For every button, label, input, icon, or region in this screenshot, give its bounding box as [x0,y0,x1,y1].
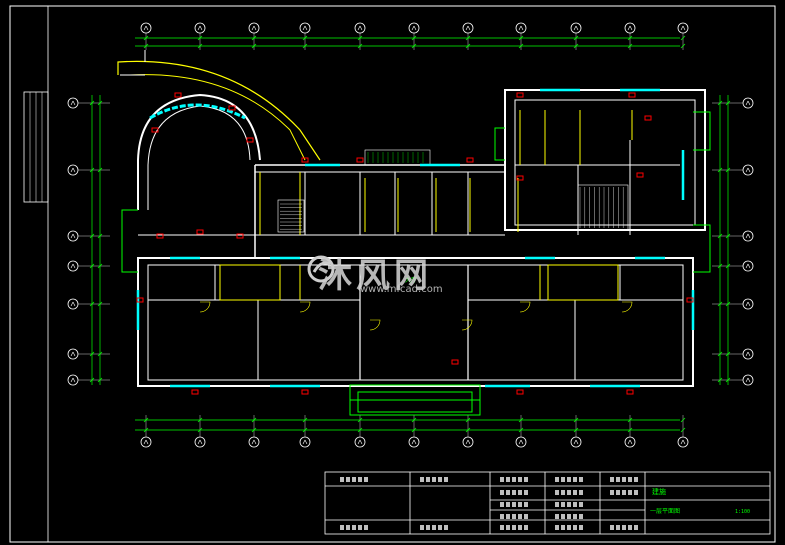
top-axis-bubbles [140,22,689,50]
watermark-url: www.mfcad.com [360,284,443,295]
axis-bubble-icon [742,348,754,360]
axis-bubble-icon [140,436,152,448]
stair-icon [277,149,629,233]
side-windows [121,111,711,273]
axis-bubble-icon [742,298,754,310]
axis-bubble-icon [354,436,366,448]
axis-bubble-icon [570,22,582,34]
bottom-axis-bubbles [140,415,689,448]
title-block [324,471,771,535]
watermark-text: 沐风网 [318,256,432,296]
axis-bubble-icon [677,436,689,448]
watermark-logo-icon [307,255,335,283]
sheet-label: 建施 [652,487,666,496]
right-axis-bubbles [712,97,754,386]
axis-bubble-icon [742,164,754,176]
axis-bubble-icon [624,436,636,448]
curved-wing [117,50,321,210]
axis-bubble-icon [408,436,420,448]
left-axis-bubbles [67,97,110,386]
axis-bubble-icon [67,298,79,310]
axis-bubble-icon [299,436,311,448]
axis-bubble-icon [299,22,311,34]
axis-bubble-icon [67,230,79,242]
axis-bubble-icon [67,260,79,272]
window-segments [136,88,695,388]
door-swing-icon [136,92,694,395]
axis-bubble-icon [67,164,79,176]
drawing-frame [9,5,776,543]
dimension-ticks [89,35,731,433]
dimension-lines [91,37,729,431]
axis-bubble-icon [140,22,152,34]
axis-bubble-icon [248,22,260,34]
axis-bubble-icon [67,348,79,360]
hall-label: 大厅 [405,276,417,284]
stair-treads [280,152,624,230]
yellow-partitions [219,110,633,301]
axis-bubble-icon [742,97,754,109]
axis-bubble-icon [742,230,754,242]
drawing-scale: 1:100 [735,509,750,515]
axis-bubble-icon [67,374,79,386]
axis-bubble-icon [194,22,206,34]
axis-bubble-icon [570,436,582,448]
axis-bubble-icon [354,22,366,34]
main-walls [137,89,706,387]
axis-bubble-icon [742,260,754,272]
axis-bubble-icon [624,22,636,34]
axis-bubble-icon [462,436,474,448]
axis-bubble-icon [462,22,474,34]
axis-bubble-icon [67,97,79,109]
axis-bubble-icon [408,22,420,34]
axis-bubble-icon [515,436,527,448]
axis-bubble-icon [677,22,689,34]
axis-bubble-icon [194,436,206,448]
axis-bubble-icon [248,436,260,448]
drawing-name: 一层平面图 [650,508,680,515]
axis-bubble-icon [742,374,754,386]
entrance-steps [349,384,481,416]
title-block-text [340,477,638,530]
axis-bubble-icon [515,22,527,34]
